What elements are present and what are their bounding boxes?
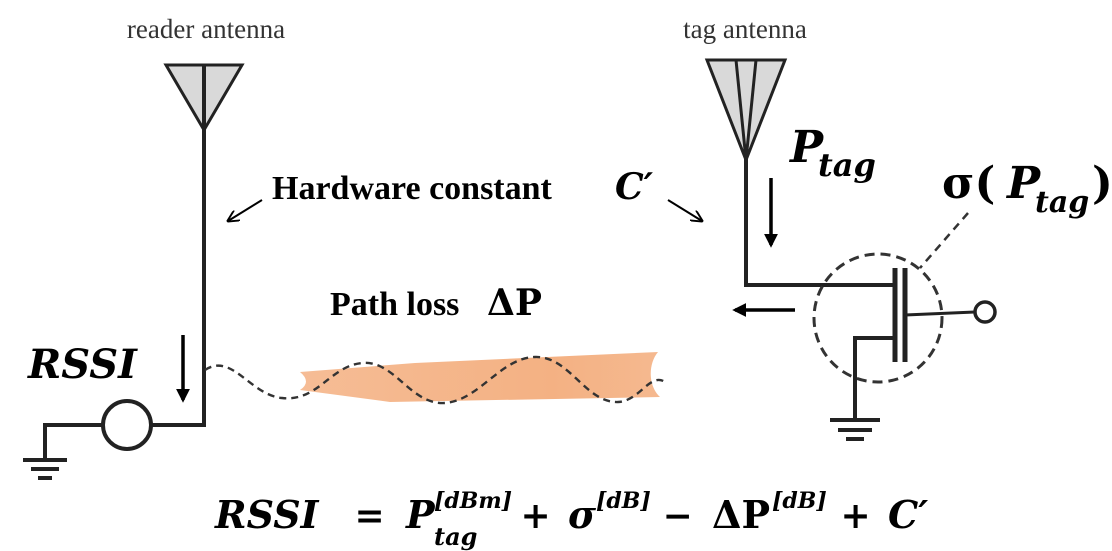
p-tag-sub: tag — [818, 146, 876, 184]
sigma-p: P — [1005, 158, 1042, 209]
path-loss-text: Path loss — [330, 286, 459, 323]
equation-p-sub: tag — [434, 522, 477, 551]
reader-antenna-caption: reader antenna — [127, 14, 285, 44]
p-tag-base: P — [788, 122, 825, 173]
backscatter-wave-band — [300, 352, 660, 402]
equation-sigma: σ — [568, 492, 597, 537]
equation-p-sup: [dBm] — [434, 488, 512, 514]
path-loss-symbol: ΔP — [487, 282, 542, 324]
hardware-constant-left-pointer-icon — [228, 199, 263, 221]
equation-lhs: RSSI — [214, 492, 320, 537]
tag-transistor-boundary — [812, 252, 944, 384]
equation-plus2: + — [828, 495, 883, 537]
hardware-constant-label: Hardware constant C′ — [272, 166, 654, 208]
sigma-suffix: ) — [1092, 158, 1112, 209]
tag-antenna-caption: tag antenna — [683, 14, 807, 44]
equation-minus: − — [650, 495, 705, 537]
sigma-prefix: σ( — [942, 158, 995, 209]
tag-antenna-icon — [704, 58, 788, 165]
equation-p: P — [405, 492, 436, 537]
reader-receiver-icon — [101, 399, 153, 451]
tag-ground-icon — [830, 418, 880, 441]
reader-feed-line — [150, 128, 206, 427]
hardware-constant-right-pointer-icon — [667, 199, 702, 221]
reader-ground-icon — [23, 423, 103, 480]
sigma-pointer-line — [919, 212, 969, 269]
reader-antenna-icon — [163, 63, 245, 133]
backscatter-signal-wave — [204, 355, 666, 405]
equation-delta-sup: [dB] — [772, 488, 827, 514]
equation-plus1: + — [508, 495, 563, 537]
sigma-label: σ( P tag ) — [942, 158, 1112, 220]
rssi-label: RSSI — [27, 341, 138, 388]
sigma-sub: tag — [1035, 185, 1089, 220]
equation-equals: = — [342, 495, 397, 537]
hardware-constant-symbol: C′ — [615, 166, 654, 208]
rssi-equation: RSSI = P [dBm] tag + σ [dB] − ΔP [dB] + … — [214, 488, 928, 551]
equation-c: C′ — [888, 492, 928, 537]
path-loss-label: Path loss ΔP — [330, 282, 542, 324]
tag-transistor-icon — [853, 268, 997, 420]
equation-delta-p: ΔP — [712, 492, 770, 537]
hardware-constant-text: Hardware constant — [272, 170, 553, 207]
p-tag-label: P tag — [788, 122, 876, 184]
tag-feed-line — [744, 158, 895, 287]
equation-sigma-sup: [dB] — [596, 488, 651, 514]
